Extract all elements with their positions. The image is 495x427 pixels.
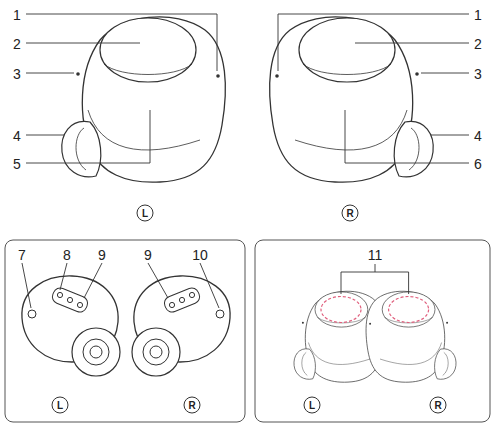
side-mark: R [346, 209, 353, 219]
callout-number: 5 [13, 157, 21, 171]
callout-number: 11 [368, 248, 383, 262]
side-mark: L [142, 209, 148, 219]
side-mark: L [57, 401, 63, 411]
callout-number: 4 [474, 129, 482, 143]
callout-number: 10 [192, 248, 208, 262]
callout-number: 4 [13, 129, 21, 143]
callout-number: 3 [474, 67, 482, 81]
callout-number: 9 [98, 248, 106, 262]
side-mark: R [188, 401, 195, 411]
callout-number: 6 [474, 157, 482, 171]
callout-number: 3 [13, 67, 21, 81]
side-mark: R [434, 401, 441, 411]
side-mark: L [309, 401, 315, 411]
callout-number: 2 [13, 37, 21, 51]
callout-number: 1 [13, 8, 21, 22]
callout-number: 9 [144, 248, 152, 262]
callout-number: 1 [474, 8, 482, 22]
callout-number: 8 [63, 248, 71, 262]
callout-number: 7 [18, 248, 26, 262]
callout-number: 2 [474, 37, 482, 51]
